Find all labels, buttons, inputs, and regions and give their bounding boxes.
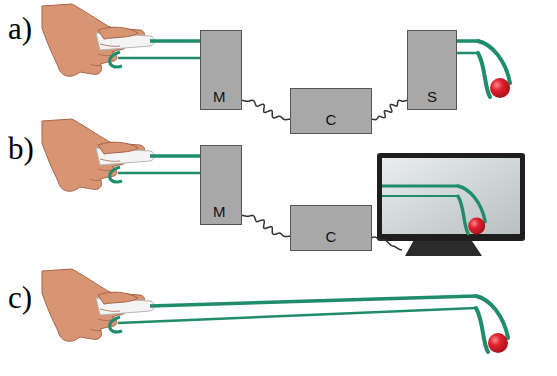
device-box: C [290,205,372,251]
hand-with-handle [42,119,155,191]
panel-label: c) [8,282,32,313]
box-letter: S [427,89,437,104]
box-letter: M [213,204,226,219]
device-box: S [407,30,457,110]
gripper-with-ball [476,296,508,353]
device-box: M [200,145,242,225]
device-box: C [290,88,372,134]
monitor [377,153,525,256]
signal-cable [242,215,290,236]
tool-rod [457,39,478,43]
tool-rod [118,308,476,323]
box-letter: C [326,112,337,127]
tool-rod [457,52,478,55]
gripper-with-ball [478,41,510,98]
panel-label: a) [8,13,32,44]
device-box: M [200,30,242,110]
tool-rod [150,296,476,306]
tool-rod [150,154,200,158]
tool-rod [118,57,200,60]
box-letter: M [213,89,226,104]
tool-rod [118,172,200,175]
hand-with-handle [42,269,155,341]
panel-label: b) [8,133,34,164]
signal-cable [242,100,290,119]
box-letter: C [326,229,337,244]
tool-rod [150,39,200,43]
signal-cable [372,100,407,119]
monitor-cable [372,237,402,250]
hand-with-handle [42,4,155,76]
